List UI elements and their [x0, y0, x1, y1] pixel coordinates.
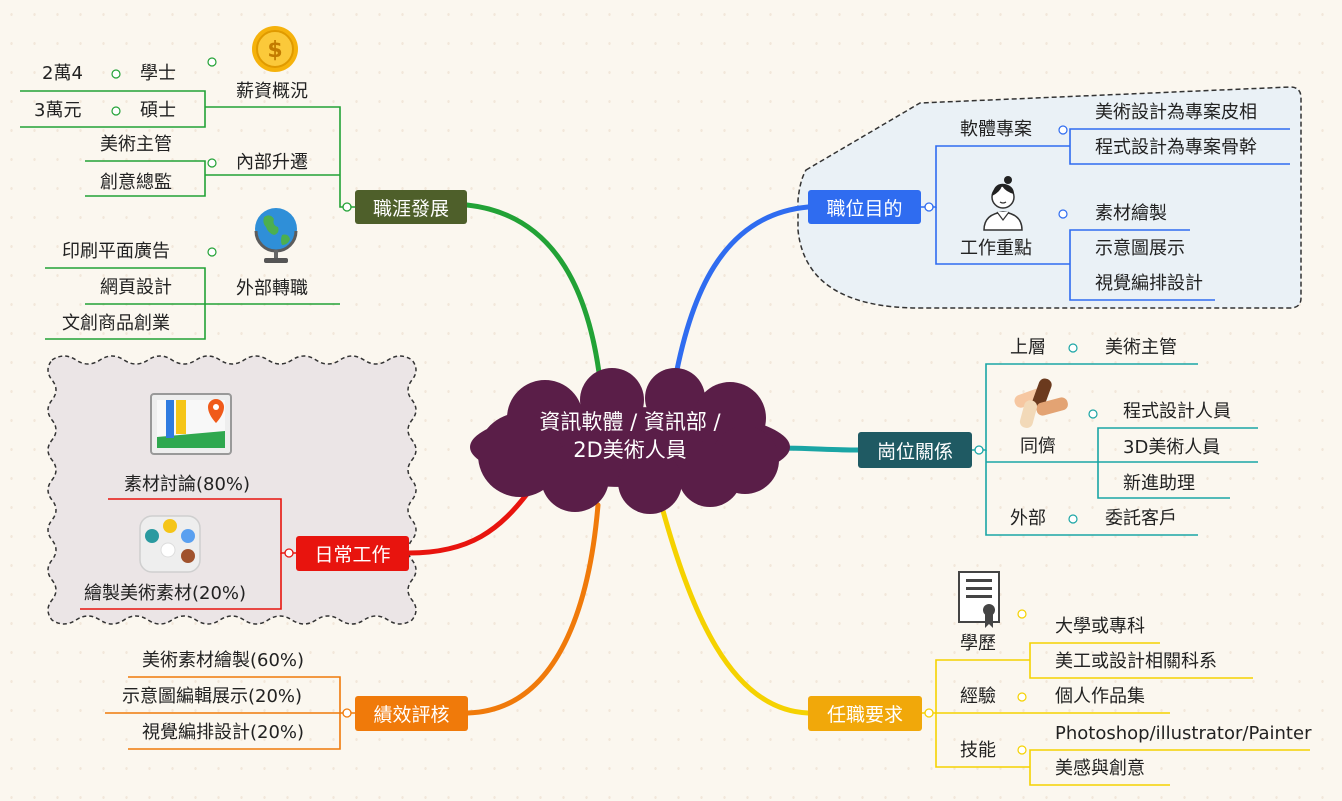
promotion-item[interactable]: 創意總監	[100, 172, 172, 193]
daily-item[interactable]: 素材討論(80%)	[124, 474, 251, 495]
central-topic-line2: 2D美術人員	[573, 438, 687, 462]
certificate-icon	[958, 571, 1000, 628]
transfer-item[interactable]: 印刷平面廣告	[62, 241, 170, 262]
outer-item[interactable]: 委託客戶	[1105, 508, 1177, 529]
duty-topic[interactable]: 職位目的	[808, 190, 921, 224]
skill-node[interactable]: 技能	[960, 740, 996, 761]
dollar-coin-icon: $	[252, 26, 298, 72]
central-topic[interactable]: 資訊軟體 / 資訊部 / 2D美術人員	[505, 408, 755, 464]
exp-node[interactable]: 經驗	[960, 686, 996, 707]
transfer-item[interactable]: 文創商品創業	[62, 313, 170, 334]
palette-icon	[139, 515, 201, 573]
daily-item[interactable]: 繪製美術素材(20%)	[84, 583, 247, 604]
center-cloud	[470, 368, 790, 514]
require-topic[interactable]: 任職要求	[808, 696, 922, 731]
skill-item[interactable]: 美感與創意	[1055, 758, 1145, 779]
promotion-node[interactable]: 內部升遷	[236, 152, 308, 173]
salary-node[interactable]: 薪資概況	[236, 81, 308, 102]
career-topic[interactable]: 職涯發展	[355, 190, 467, 224]
duty-boundary	[797, 86, 1302, 309]
degree-master[interactable]: 碩士	[140, 100, 176, 121]
outer-node[interactable]: 外部	[1010, 508, 1046, 529]
transfer-item[interactable]: 網頁設計	[100, 277, 172, 298]
review-topic[interactable]: 績效評核	[355, 696, 468, 731]
svg-text:$: $	[267, 38, 282, 63]
daily-topic[interactable]: 日常工作	[296, 536, 409, 571]
review-item[interactable]: 美術素材繪製(60%)	[142, 650, 305, 671]
upper-item[interactable]: 美術主管	[1105, 337, 1177, 358]
peer-item[interactable]: 3D美術人員	[1123, 437, 1221, 458]
office-worker-icon	[983, 176, 1023, 231]
map-icon	[150, 393, 232, 455]
degree-bachelor[interactable]: 學士	[140, 63, 176, 84]
peer-item[interactable]: 新進助理	[1123, 473, 1195, 494]
project-node[interactable]: 軟體專案	[960, 119, 1032, 140]
focus-item[interactable]: 示意圖展示	[1095, 238, 1185, 259]
salary-bachelor[interactable]: 2萬4	[42, 63, 83, 84]
focus-item[interactable]: 素材繪製	[1095, 203, 1167, 224]
relation-topic[interactable]: 崗位關係	[858, 432, 972, 468]
central-topic-line1: 資訊軟體 / 資訊部 /	[539, 410, 721, 434]
transfer-node[interactable]: 外部轉職	[236, 278, 308, 299]
project-item[interactable]: 美術設計為專案皮相	[1095, 102, 1257, 123]
salary-master[interactable]: 3萬元	[34, 100, 82, 121]
upper-node[interactable]: 上層	[1010, 337, 1046, 358]
review-item[interactable]: 示意圖編輯展示(20%)	[122, 686, 303, 707]
joined-hands-icon	[1014, 378, 1068, 428]
focus-item[interactable]: 視覺編排設計	[1095, 273, 1203, 294]
review-item[interactable]: 視覺編排設計(20%)	[142, 722, 305, 743]
skill-item[interactable]: Photoshop/illustrator/Painter	[1055, 723, 1312, 744]
project-item[interactable]: 程式設計為專案骨幹	[1095, 137, 1257, 158]
edu-item[interactable]: 大學或專科	[1055, 616, 1145, 637]
edu-item[interactable]: 美工或設計相關科系	[1055, 651, 1217, 672]
exp-item[interactable]: 個人作品集	[1055, 686, 1145, 707]
edu-node[interactable]: 學歷	[960, 633, 996, 654]
peer-item[interactable]: 程式設計人員	[1123, 401, 1231, 422]
peer-node[interactable]: 同儕	[1020, 436, 1056, 457]
promotion-item[interactable]: 美術主管	[100, 134, 172, 155]
globe-icon	[254, 208, 298, 263]
focus-node[interactable]: 工作重點	[960, 238, 1032, 259]
